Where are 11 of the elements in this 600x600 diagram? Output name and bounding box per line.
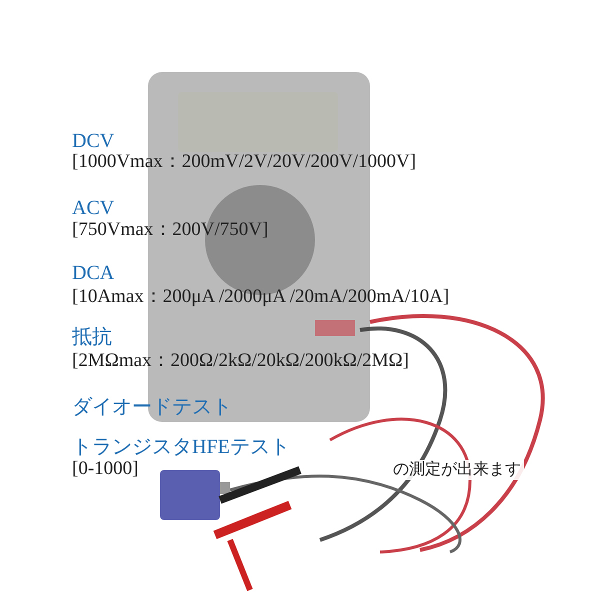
range-text: [750Vmax：200V/750V] — [72, 220, 268, 241]
range-text: [0-1000] — [72, 459, 138, 480]
measurement-heading: ACV — [72, 197, 114, 219]
measurement-heading: DCA — [72, 262, 114, 284]
measurement-heading: トランジスタHFEテスト — [72, 436, 290, 458]
range-text: [2MΩmax：200Ω/2kΩ/20kΩ/200kΩ/2MΩ] — [72, 351, 409, 372]
measurement-heading: ダイオードテスト — [72, 396, 232, 418]
measurement-heading: DCV — [72, 130, 114, 152]
range-text: [10Amax：200μA /2000μA /20mA/200mA/10A] — [72, 287, 450, 308]
measurement-heading: 抵抗 — [72, 326, 112, 348]
range-text: [1000Vmax：200mV/2V/20V/200V/1000V] — [72, 152, 416, 173]
